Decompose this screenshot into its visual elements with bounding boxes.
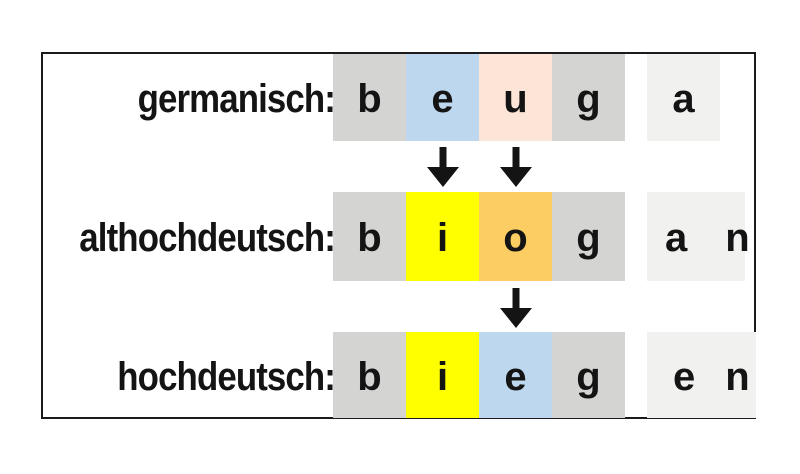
letter-cell: g	[552, 54, 625, 141]
letter-cell-group: a	[647, 54, 720, 141]
row-label-germanisch: germanisch:	[137, 77, 336, 121]
letter-cell: e	[479, 332, 552, 418]
row-label-althochdeutsch: althochdeutsch:	[79, 216, 336, 260]
letter: a	[665, 216, 688, 260]
letter-cell: u	[479, 54, 552, 141]
down-arrow-icon	[500, 147, 532, 187]
letter-cell: b	[333, 54, 406, 141]
letter-cell: b	[333, 192, 406, 281]
letter-cell: e	[406, 54, 479, 141]
letter-cell-group: e n	[647, 332, 756, 418]
letter-cell: b	[333, 332, 406, 418]
down-arrow-icon	[500, 288, 532, 328]
letter: a	[672, 77, 695, 121]
letter-cell: o	[479, 192, 552, 281]
row-label-hochdeutsch: hochdeutsch:	[117, 354, 336, 399]
letter: n	[725, 216, 750, 260]
letter: n	[725, 354, 750, 399]
letter-cell: g	[552, 332, 625, 418]
letter-cell: i	[406, 192, 479, 281]
letter-cell: i	[406, 332, 479, 418]
down-arrow-icon	[427, 147, 459, 187]
letter-cell-group: a n	[647, 192, 750, 281]
letter-cell: g	[552, 192, 625, 281]
letter: e	[673, 354, 696, 399]
